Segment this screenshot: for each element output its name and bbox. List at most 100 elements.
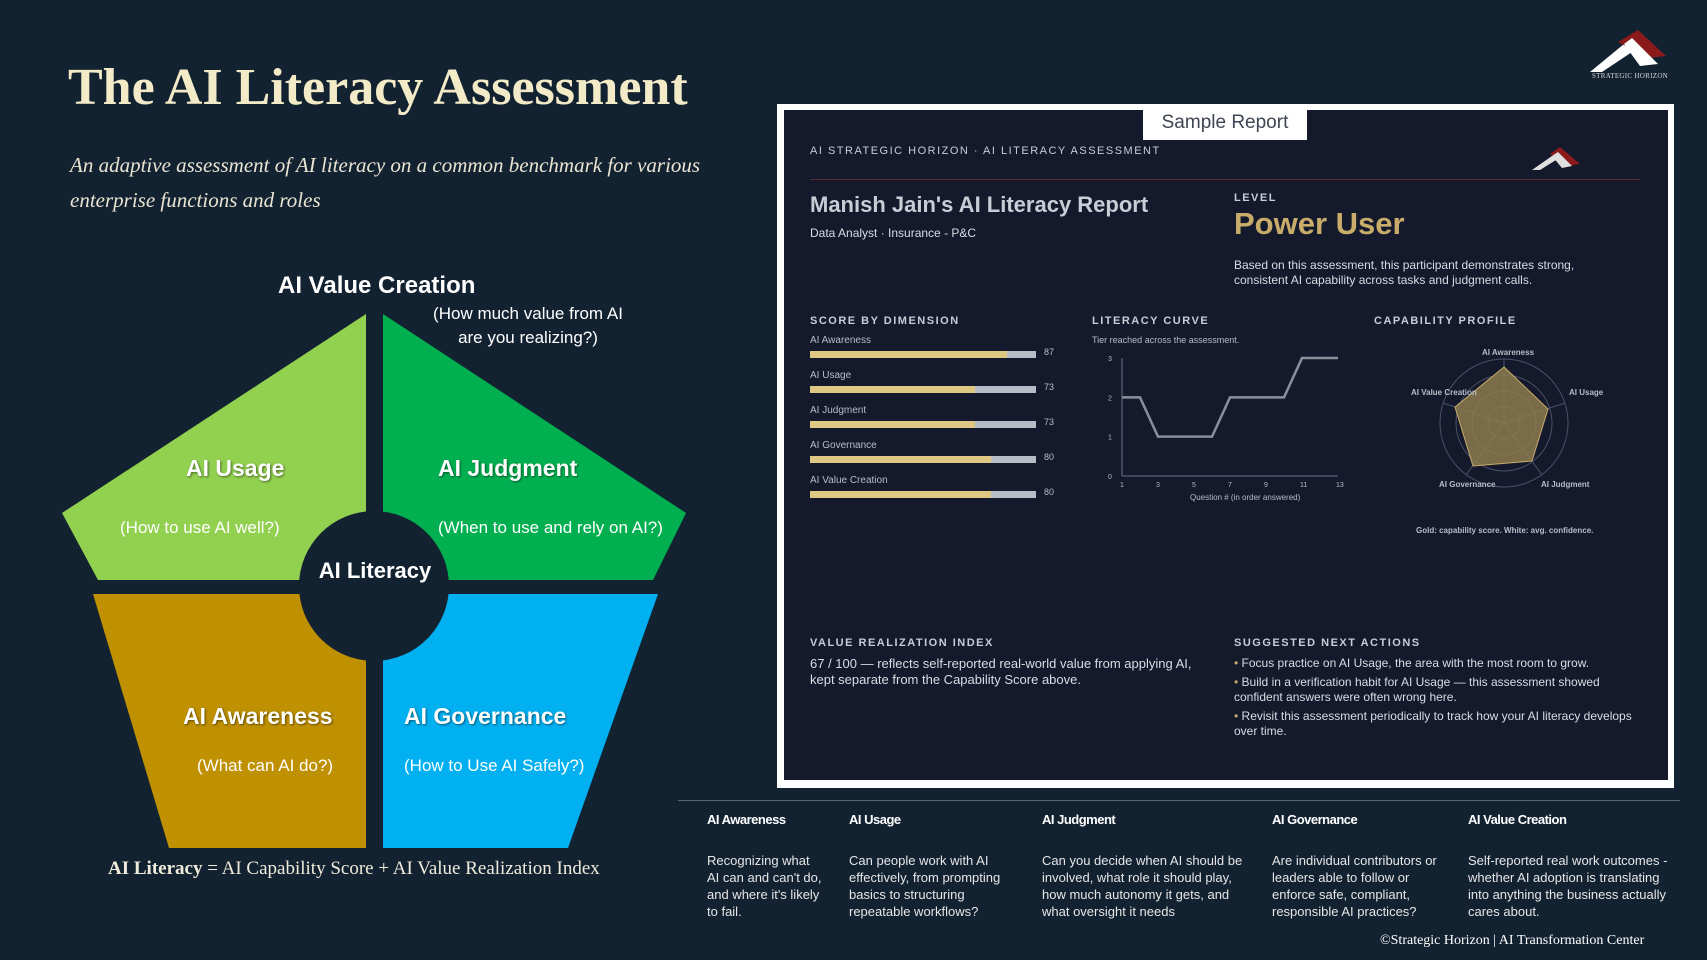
ai-judgment-subtitle: (When to use and rely on AI?) xyxy=(438,518,663,537)
score-value: 87 xyxy=(1044,347,1055,357)
curve-y-tick: 3 xyxy=(1108,356,1112,363)
report-role: Data Analyst · Insurance - P&C xyxy=(810,226,977,240)
literacy-formula: AI Literacy = AI Capability Score + AI V… xyxy=(108,858,600,880)
mountain-logo-icon xyxy=(1590,30,1666,72)
score-track xyxy=(810,386,1036,393)
score-track xyxy=(810,421,1036,428)
curve-x-tick: 9 xyxy=(1264,482,1268,489)
ai-usage-subtitle: (How to use AI well?) xyxy=(120,518,280,537)
curve-x-tick: 3 xyxy=(1156,482,1160,489)
score-row: AI Awareness 87 xyxy=(810,335,1070,370)
footer-body-value-creation: Self-reported real work outcomes - wheth… xyxy=(1468,853,1668,919)
score-fill xyxy=(810,421,975,428)
curve-x-label: Question # (in order answered) xyxy=(1190,493,1301,502)
vri-label: VALUE REALIZATION INDEX xyxy=(810,637,994,649)
radar-axis-label: AI Judgment xyxy=(1541,480,1590,489)
level-description: Based on this assessment, this participa… xyxy=(1234,258,1575,287)
curve-x-tick: 7 xyxy=(1228,482,1232,489)
sample-report-tab: Sample Report xyxy=(1143,106,1307,140)
center-circle xyxy=(299,511,449,661)
ai-awareness-quadrant xyxy=(93,594,366,848)
footer-divider xyxy=(678,800,1680,801)
score-name: AI Awareness xyxy=(810,335,871,346)
radar-axis-label: AI Awareness xyxy=(1482,348,1535,357)
curve-x-tick: 13 xyxy=(1336,482,1344,489)
copyright: ©Strategic Horizon | AI Transformation C… xyxy=(1380,933,1645,948)
action-text: Revisit this assessment periodically to … xyxy=(1234,709,1632,738)
action-item: • Focus practice on AI Usage, the area w… xyxy=(1234,656,1590,670)
score-row: AI Judgment 73 xyxy=(810,405,1070,440)
page-subtitle: An adaptive assessment of AI literacy on… xyxy=(70,153,701,212)
ai-governance-title: AI Governance xyxy=(404,703,567,729)
ai-usage-title: AI Usage xyxy=(186,455,285,481)
actions-list: • Focus practice on AI Usage, the area w… xyxy=(1234,656,1644,739)
score-fill xyxy=(810,491,991,498)
curve-x-tick: 1 xyxy=(1120,482,1124,489)
score-fill xyxy=(810,456,991,463)
score-value: 73 xyxy=(1044,417,1055,427)
ai-awareness-title: AI Awareness xyxy=(183,703,333,729)
action-text: Focus practice on AI Usage, the area wit… xyxy=(1241,656,1590,670)
score-track xyxy=(810,351,1036,358)
score-fill xyxy=(810,386,975,393)
curve-label: LITERACY CURVE xyxy=(1092,315,1210,327)
footer-head-usage: AI Usage xyxy=(849,812,901,827)
report-name: Manish Jain's AI Literacy Report xyxy=(810,192,1149,217)
ai-governance-subtitle: (How to Use AI Safely?) xyxy=(404,756,585,775)
page-title: The AI Literacy Assessment xyxy=(68,59,688,116)
footer-body-governance: Are individual contributors or leaders a… xyxy=(1272,853,1437,919)
action-item: • Build in a verification habit for AI U… xyxy=(1234,675,1600,704)
vri-text: 67 / 100 — reflects self-reported real-w… xyxy=(810,656,1192,687)
score-name: AI Judgment xyxy=(810,405,867,416)
value-creation-title: AI Value Creation xyxy=(278,272,476,299)
curve-y-tick: 0 xyxy=(1108,474,1112,481)
score-name: AI Value Creation xyxy=(810,475,888,486)
radar-axis-label: AI Governance xyxy=(1439,480,1496,489)
curve-y-tick: 2 xyxy=(1108,395,1112,402)
actions-label: SUGGESTED NEXT ACTIONS xyxy=(1234,637,1421,649)
score-track xyxy=(810,456,1036,463)
ai-literacy-diagram xyxy=(62,314,686,848)
logo-text: STRATEGIC HORIZON xyxy=(1591,72,1669,80)
radar-axis-label: AI Usage xyxy=(1569,388,1604,397)
ai-judgment-title: AI Judgment xyxy=(438,455,578,481)
action-item: • Revisit this assessment periodically t… xyxy=(1234,709,1632,738)
level-value: Power User xyxy=(1234,206,1405,241)
profile-label: CAPABILITY PROFILE xyxy=(1374,315,1517,327)
formula-rest: = AI Capability Score + AI Value Realiza… xyxy=(202,858,600,879)
action-text: Build in a verification habit for AI Usa… xyxy=(1234,675,1600,704)
score-row: AI Governance 80 xyxy=(810,440,1070,475)
ai-literacy-center-label: AI Literacy xyxy=(318,558,432,583)
sample-report: AI STRATEGIC HORIZON · AI LITERACY ASSES… xyxy=(784,110,1668,780)
footer-head-judgment: AI Judgment xyxy=(1042,812,1116,827)
ai-governance-quadrant xyxy=(383,594,658,848)
ai-judgment-quadrant xyxy=(383,314,686,580)
score-name: AI Governance xyxy=(810,440,877,451)
curve-x-tick: 11 xyxy=(1300,482,1307,489)
report-logo-icon xyxy=(1532,147,1580,170)
footer-head-governance: AI Governance xyxy=(1272,812,1358,827)
score-value: 80 xyxy=(1044,452,1055,462)
score-value: 73 xyxy=(1044,382,1055,392)
footer-body-usage: Can people work with AI effectively, fro… xyxy=(849,853,1001,919)
capability-radar-chart xyxy=(1439,358,1569,488)
formula-bold: AI Literacy xyxy=(108,858,203,879)
profile-note: Gold: capability score. White: avg. conf… xyxy=(1416,526,1594,535)
score-fill xyxy=(810,351,1007,358)
score-value: 80 xyxy=(1044,487,1055,497)
score-name: AI Usage xyxy=(810,370,852,381)
score-track xyxy=(810,491,1036,498)
score-row: AI Value Creation 80 xyxy=(810,475,1070,510)
radar-axis-label: AI Value Creation xyxy=(1411,388,1477,397)
ai-awareness-subtitle: (What can AI do?) xyxy=(197,756,334,775)
ai-usage-quadrant xyxy=(62,314,366,580)
footer-head-awareness: AI Awareness xyxy=(707,812,786,827)
curve-y-tick: 1 xyxy=(1108,435,1112,442)
report-divider xyxy=(810,179,1640,180)
curve-subtitle: Tier reached across the assessment. xyxy=(1092,335,1240,345)
curve-x-tick: 5 xyxy=(1192,482,1196,489)
footer-head-value-creation: AI Value Creation xyxy=(1468,812,1567,827)
score-label: SCORE BY DIMENSION xyxy=(810,315,960,327)
score-row: AI Usage 73 xyxy=(810,370,1070,405)
